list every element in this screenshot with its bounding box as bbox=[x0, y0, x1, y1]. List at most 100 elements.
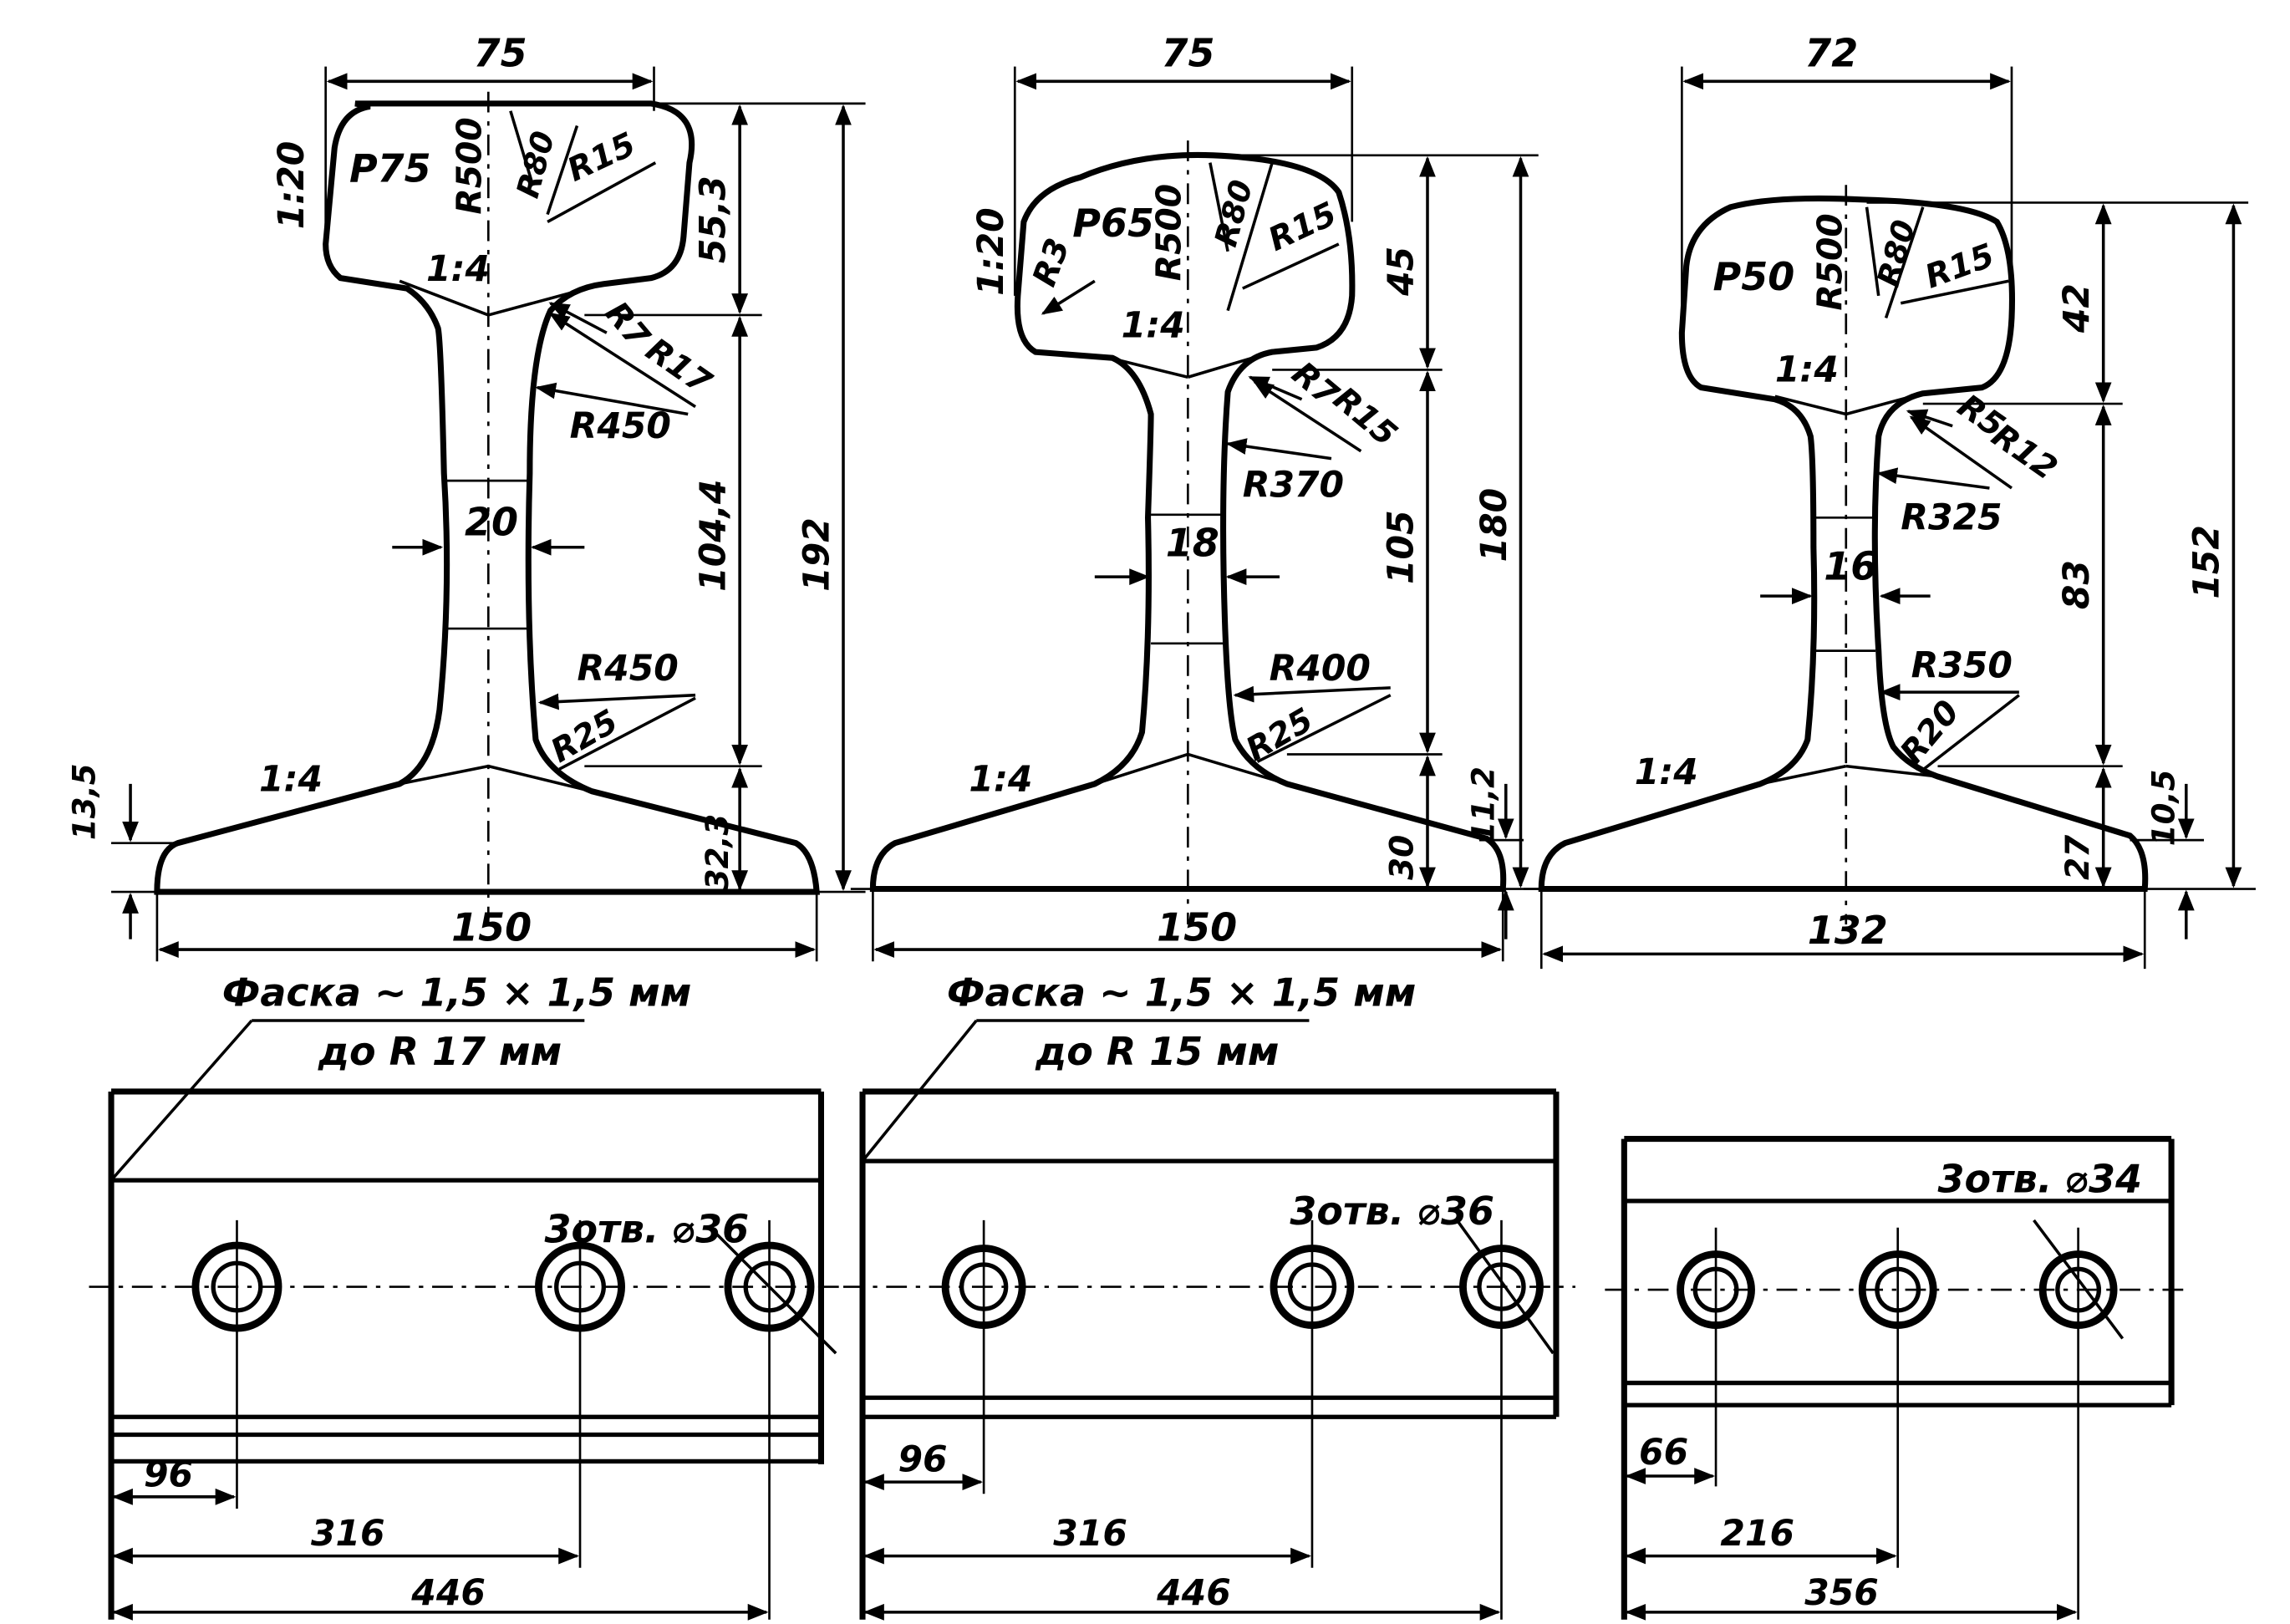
radius-leader bbox=[509, 110, 535, 186]
foot-edge-label: 11,2 bbox=[1466, 766, 1502, 843]
foot-slope-line bbox=[1759, 764, 1847, 786]
foot-height-label: 30 bbox=[1383, 835, 1421, 880]
foot-slope-line bbox=[399, 764, 489, 786]
rail-end-view-3: 3отв. ⌀34 66 216 356 bbox=[1605, 1136, 2190, 1621]
rail-outline bbox=[869, 151, 1507, 893]
radius-leader bbox=[1209, 162, 1229, 252]
head-radius-label: R500 bbox=[1809, 213, 1850, 310]
head-slope-line bbox=[487, 283, 604, 317]
foot-slope-label: 1:4 bbox=[1635, 752, 1698, 793]
head-slope-line bbox=[1774, 395, 1847, 416]
radius-leader bbox=[1876, 467, 1990, 490]
total-height-label: 180 bbox=[1474, 488, 1515, 563]
radius-leader bbox=[1900, 279, 2009, 305]
rail-profile-r65: 75 1:20 R3 Р65 R500 R80 R15 1:4 R7 R15 R… bbox=[850, 31, 1539, 962]
radius-leader bbox=[535, 382, 689, 416]
hole-leader bbox=[1455, 1219, 1555, 1355]
radius-leader bbox=[537, 693, 696, 710]
head-radius-label: R500 bbox=[449, 117, 489, 214]
dim-label: 356 bbox=[1804, 1573, 1879, 1614]
radius-leader bbox=[1226, 162, 1274, 312]
web-width-label: 18 bbox=[1166, 520, 1219, 565]
head-width-label: 75 bbox=[1161, 31, 1214, 76]
radius-leader bbox=[1919, 694, 2020, 774]
head-height-label: 45 bbox=[1381, 247, 1422, 297]
head-corner-radius-label: R15 bbox=[1921, 237, 1999, 296]
head-corner-left-label: R3 bbox=[1025, 233, 1077, 291]
rail-end-view-2: Фаска ~ 1,5 × 1,5 мм до R 15 мм 3отв. ⌀3… bbox=[843, 970, 1575, 1621]
chamfer-label: до R 15 мм bbox=[1035, 1029, 1279, 1074]
radius-leader bbox=[1909, 415, 2013, 490]
web-width-label: 20 bbox=[465, 500, 518, 545]
head-height-label: 42 bbox=[2057, 283, 2098, 333]
web-height-label: 105 bbox=[1381, 510, 1422, 584]
neck-slope-label: 1:4 bbox=[1775, 350, 1839, 391]
foot-slope-label: 1:4 bbox=[969, 760, 1032, 801]
profile-name-label: Р50 bbox=[1713, 254, 1795, 299]
dim-label: 446 bbox=[410, 1573, 486, 1614]
rail-profile-r50: 72 Р50 R500 R80 R15 1:4 R5 R12 R325 16 R… bbox=[1524, 31, 2256, 970]
radius-leader bbox=[1242, 242, 1340, 290]
head-taper-label: 1:20 bbox=[971, 207, 1012, 296]
holes-label: 3отв. ⌀36 bbox=[545, 1206, 750, 1251]
chamfer-label: Фаска ~ 1,5 × 1,5 мм bbox=[947, 970, 1417, 1015]
web-lower-radius-label: R450 bbox=[577, 649, 678, 690]
fillet-upper-b-label: R17 bbox=[639, 331, 718, 402]
web-height-label: 104,4 bbox=[693, 480, 734, 592]
head-width-label: 75 bbox=[474, 31, 527, 76]
radius-leader bbox=[558, 696, 696, 771]
foot-slope-line bbox=[1187, 752, 1288, 786]
holes-label: 3отв. ⌀36 bbox=[1290, 1189, 1494, 1234]
foot-width-label: 150 bbox=[1157, 904, 1237, 949]
web-upper-radius-label: R370 bbox=[1243, 466, 1344, 507]
radius-leader bbox=[1884, 206, 1925, 319]
web-lower-radius-label: R400 bbox=[1270, 649, 1371, 690]
dim-label: 316 bbox=[1053, 1514, 1127, 1555]
radius-leader bbox=[1225, 438, 1332, 461]
web-upper-radius-label: R450 bbox=[570, 406, 671, 447]
dim-label: 66 bbox=[1639, 1433, 1688, 1474]
foot-slope-label: 1:4 bbox=[259, 760, 323, 801]
foot-width-label: 150 bbox=[451, 904, 532, 949]
radius-leader bbox=[1256, 694, 1392, 763]
head-width-label: 72 bbox=[1804, 31, 1858, 76]
dim-label: 96 bbox=[898, 1440, 947, 1481]
radius-leader bbox=[548, 302, 608, 334]
rail-end-view-1: Фаска ~ 1,5 × 1,5 мм до R 17 мм 3отв. ⌀3… bbox=[89, 970, 844, 1621]
rail-profile-r75: 75 1:20 Р75 R500 R80 R15 1:4 R7 R17 R450… bbox=[67, 31, 866, 962]
web-width-label: 16 bbox=[1824, 544, 1877, 589]
foot-height-label: 32,3 bbox=[700, 814, 735, 891]
head-slope-line bbox=[399, 279, 489, 317]
head-side-radius-label: R80 bbox=[1870, 216, 1922, 291]
web-upper-radius-label: R325 bbox=[1901, 498, 2002, 539]
profile-name-label: Р75 bbox=[349, 146, 431, 191]
radius-leader bbox=[1233, 685, 1391, 703]
head-height-label: 55,3 bbox=[693, 176, 734, 263]
chamfer-label: Фаска ~ 1,5 × 1,5 мм bbox=[222, 970, 692, 1015]
foot-edge-label: 10,5 bbox=[2146, 770, 2182, 847]
radius-leader bbox=[546, 125, 579, 216]
head-slope-line bbox=[1109, 356, 1188, 379]
web-lower-radius-label: R350 bbox=[1911, 645, 2013, 686]
dim-label: 216 bbox=[1720, 1514, 1794, 1555]
head-taper-label: 1:20 bbox=[272, 141, 313, 230]
foot-slope-line bbox=[1094, 752, 1188, 786]
dim-label: 446 bbox=[1156, 1573, 1231, 1614]
dim-label: 316 bbox=[311, 1514, 385, 1555]
chamfer-label: до R 17 мм bbox=[318, 1029, 562, 1074]
chamfer-leader bbox=[861, 1019, 978, 1163]
hole-leader bbox=[709, 1226, 837, 1355]
foot-width-label: 132 bbox=[1808, 908, 1888, 953]
chamfer-leader bbox=[109, 1019, 253, 1182]
foot-slope-line bbox=[487, 764, 593, 793]
foot-slope-line bbox=[1845, 764, 1938, 778]
head-radius-label: R500 bbox=[1148, 184, 1188, 281]
holes-label: 3отв. ⌀34 bbox=[1937, 1156, 2142, 1201]
neck-slope-label: 1:4 bbox=[426, 249, 490, 290]
neck-slope-label: 1:4 bbox=[1122, 305, 1185, 346]
web-height-label: 83 bbox=[2057, 560, 2098, 609]
head-slope-line bbox=[1187, 350, 1273, 379]
profile-name-label: Р65 bbox=[1072, 201, 1154, 246]
total-height-label: 152 bbox=[2187, 525, 2228, 599]
